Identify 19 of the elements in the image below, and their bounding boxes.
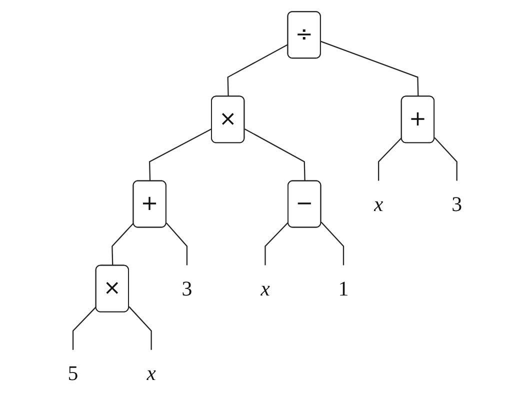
connector — [72, 306, 96, 350]
node-text: 3 — [181, 276, 192, 300]
node-text: 1 — [338, 276, 348, 300]
node-text: x — [373, 192, 383, 216]
connector — [434, 136, 457, 180]
connector — [111, 222, 134, 266]
connector — [244, 128, 305, 181]
node-text: 3 — [451, 192, 462, 216]
node-text: 5 — [67, 360, 78, 384]
connector — [148, 128, 212, 181]
node-text: x — [260, 276, 270, 300]
connector — [128, 306, 152, 350]
connector — [226, 43, 288, 96]
connector — [264, 221, 288, 265]
node-text: x — [146, 360, 156, 384]
connector — [166, 222, 188, 265]
connector — [320, 221, 344, 265]
connector — [320, 40, 418, 96]
connector — [378, 136, 402, 180]
